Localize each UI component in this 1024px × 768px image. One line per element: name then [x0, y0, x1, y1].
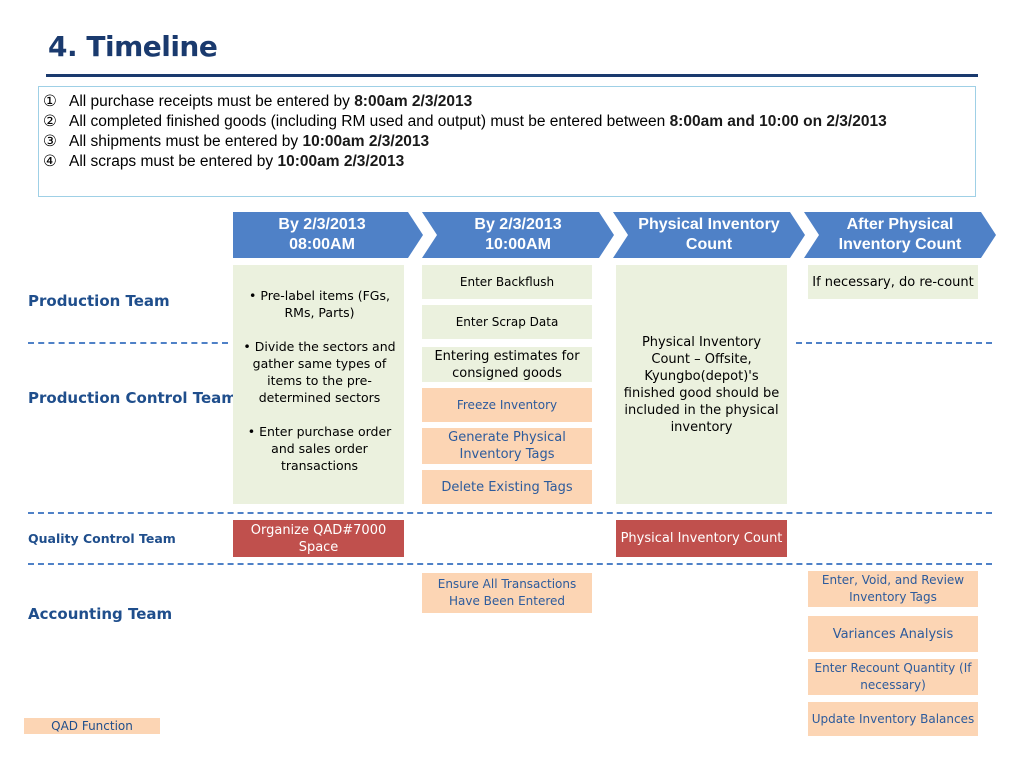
rule-number: ① — [43, 93, 57, 110]
rules-box: ① All purchase receipts must be entered … — [38, 86, 976, 197]
rule-item: ④ All scraps must be entered by 10:00am … — [43, 152, 965, 172]
variances-analysis-box: Variances Analysis — [808, 616, 978, 652]
team-label-accounting: Accounting Team — [28, 605, 173, 623]
title-divider — [46, 74, 978, 77]
rule-text: All shipments must be entered by — [69, 133, 303, 150]
rule-item: ③ All shipments must be entered by 10:00… — [43, 132, 965, 152]
rule-deadline: 8:00am 2/3/2013 — [354, 93, 473, 110]
rule-item: ② All completed finished goods (includin… — [43, 112, 965, 132]
row-divider — [28, 342, 228, 344]
recount-box: If necessary, do re-count — [808, 265, 978, 299]
row-divider — [796, 342, 992, 344]
rule-number: ④ — [43, 153, 57, 170]
bullet-item: • Enter purchase order and sales order t… — [247, 424, 392, 473]
row-divider — [28, 563, 992, 565]
bullet-item: • Pre-label items (FGs, RMs, Parts) — [249, 288, 390, 320]
enter-backflush-box: Enter Backflush — [422, 265, 592, 299]
rule-text: All scraps must be entered by — [69, 153, 278, 170]
ensure-transactions-box: Ensure All Transactions Have Been Entere… — [422, 573, 592, 613]
phase-header-4: After Physical Inventory Count — [804, 212, 996, 258]
team-label-production: Production Team — [28, 292, 170, 310]
update-balances-box: Update Inventory Balances — [808, 702, 978, 736]
rule-text: All purchase receipts must be entered by — [69, 93, 355, 110]
rule-number: ③ — [43, 133, 57, 150]
rule-deadline: 10:00am 2/3/2013 — [302, 133, 430, 150]
team-label-production-control: Production Control Team — [28, 389, 237, 407]
enter-void-review-box: Enter, Void, and Review Inventory Tags — [808, 571, 978, 607]
legend-qad-function: QAD Function — [24, 718, 160, 734]
bullet-item: • Divide the sectors and gather same typ… — [243, 339, 396, 405]
physical-inventory-panel: Physical Inventory Count – Offsite, Kyun… — [616, 265, 787, 504]
entering-estimates-box: Entering estimates for consigned goods — [422, 347, 592, 382]
organize-space-box: Organize QAD#7000 Space — [233, 520, 404, 557]
physical-count-box: Physical Inventory Count — [616, 520, 787, 557]
rule-deadline: 10:00am 2/3/2013 — [277, 153, 405, 170]
rule-deadline: 8:00am and 10:00 on 2/3/2013 — [669, 113, 887, 130]
prep-tasks-panel: • Pre-label items (FGs, RMs, Parts) • Di… — [233, 265, 404, 504]
phase-header-2: By 2/3/2013 10:00AM — [422, 212, 614, 258]
generate-tags-box: Generate Physical Inventory Tags — [422, 428, 592, 464]
enter-scrap-data-box: Enter Scrap Data — [422, 305, 592, 339]
phase-header-3: Physical Inventory Count — [613, 212, 805, 258]
enter-recount-box: Enter Recount Quantity (If necessary) — [808, 659, 978, 695]
delete-tags-box: Delete Existing Tags — [422, 470, 592, 504]
rule-item: ① All purchase receipts must be entered … — [43, 92, 965, 112]
rule-text: All completed finished goods (including … — [69, 113, 670, 130]
row-divider — [28, 512, 992, 514]
rule-number: ② — [43, 113, 57, 130]
phase-header-1: By 2/3/2013 08:00AM — [233, 212, 423, 258]
page-title: 4. Timeline — [48, 30, 218, 63]
team-label-quality-control: Quality Control Team — [28, 531, 176, 546]
freeze-inventory-box: Freeze Inventory — [422, 388, 592, 422]
